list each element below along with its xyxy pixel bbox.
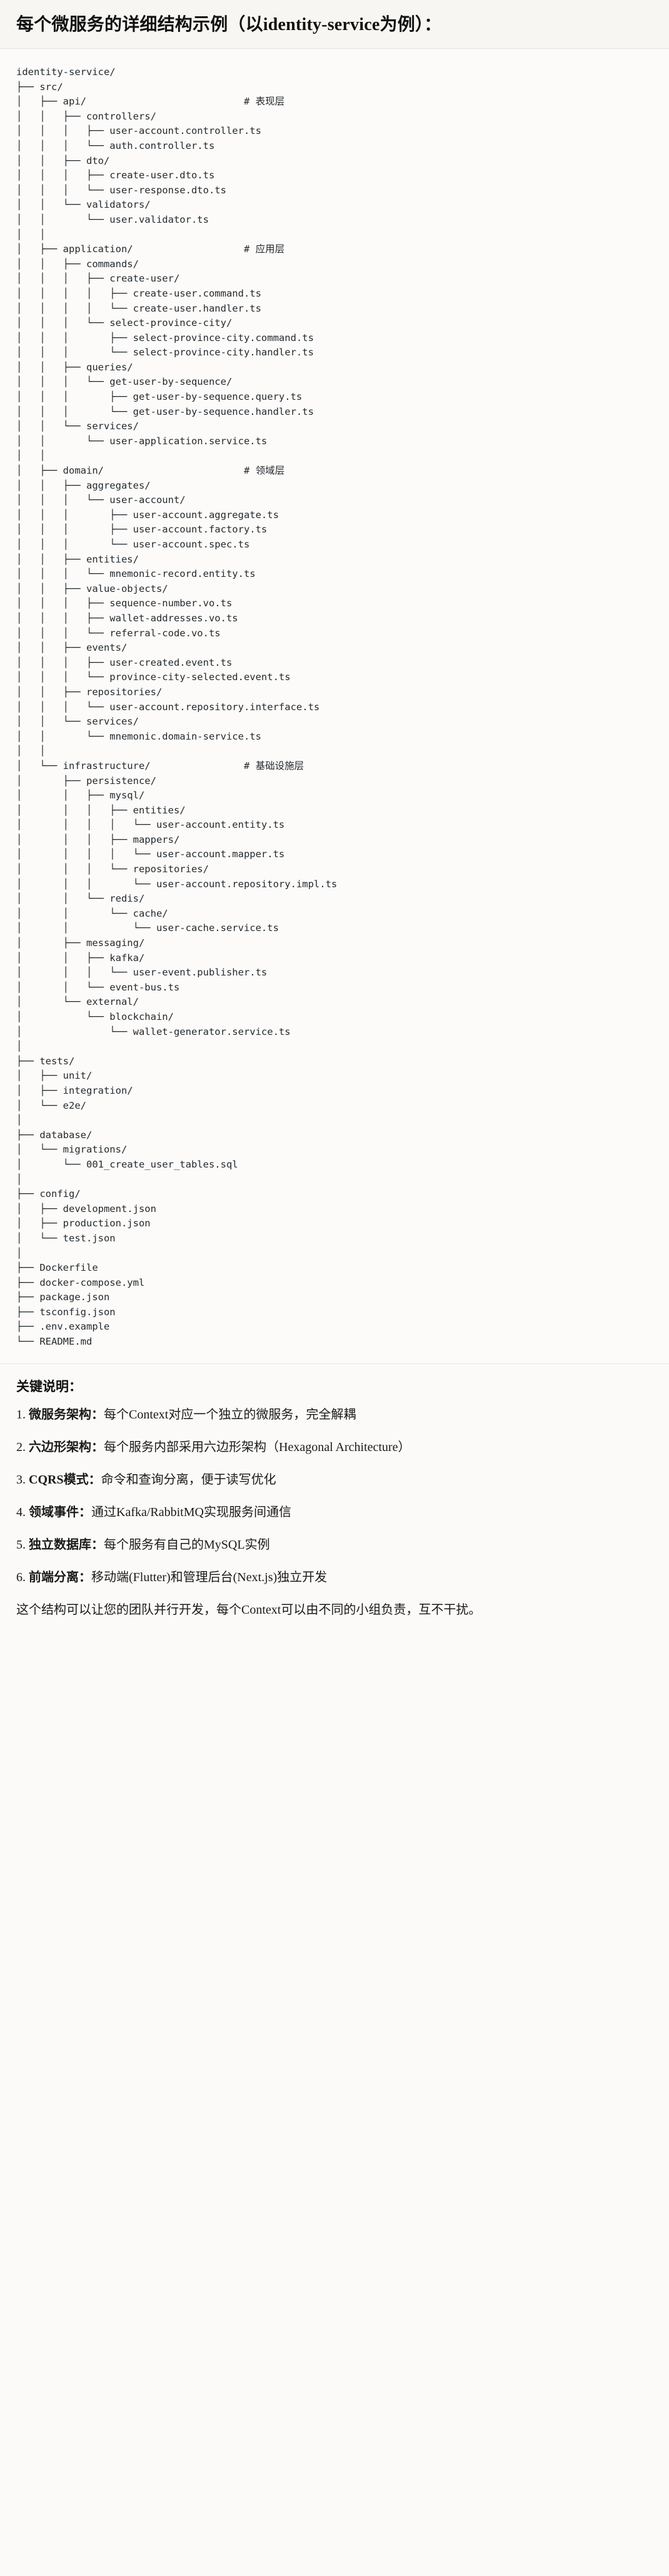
key-point-separator: ：	[88, 1472, 101, 1487]
key-point-separator: ：	[91, 1537, 104, 1552]
key-point-term: CQRS模式	[29, 1472, 89, 1487]
key-point-index: 2.	[16, 1440, 26, 1454]
key-point-description: 每个服务有自己的MySQL实例	[104, 1537, 270, 1552]
key-point-term: 独立数据库	[29, 1537, 91, 1552]
key-point-index: 3.	[16, 1472, 26, 1487]
key-point-description: 每个Context对应一个独立的微服务，完全解耦	[104, 1407, 356, 1422]
key-point-description: 每个服务内部采用六边形架构（Hexagonal Architecture）	[104, 1440, 411, 1454]
key-point-description: 通过Kafka/RabbitMQ实现服务间通信	[91, 1505, 291, 1519]
key-points-title: 关键说明：	[16, 1378, 82, 1394]
key-point-term: 前端分离	[29, 1570, 79, 1584]
key-point-index: 5.	[16, 1537, 26, 1552]
document-header: 每个微服务的详细结构示例（以identity-service为例）：	[0, 0, 669, 49]
key-point-description: 移动端(Flutter)和管理后台(Next.js)独立开发	[91, 1570, 328, 1584]
key-point-item: 6. 前端分离：移动端(Flutter)和管理后台(Next.js)独立开发	[16, 1568, 653, 1587]
key-point-separator: ：	[91, 1440, 104, 1454]
key-point-term: 领域事件	[29, 1505, 79, 1519]
key-point-item: 3. CQRS模式：命令和查询分离，便于读写优化	[16, 1470, 653, 1489]
page-title: 每个微服务的详细结构示例（以identity-service为例）：	[16, 15, 442, 34]
key-point-item: 2. 六边形架构：每个服务内部采用六边形架构（Hexagonal Archite…	[16, 1438, 653, 1457]
key-point-item: 5. 独立数据库：每个服务有自己的MySQL实例	[16, 1535, 653, 1554]
page-root: 每个微服务的详细结构示例（以identity-service为例）： ident…	[0, 0, 669, 1634]
key-point-term: 六边形架构	[29, 1440, 91, 1454]
key-point-separator: ：	[91, 1407, 104, 1422]
key-point-index: 4.	[16, 1505, 26, 1519]
key-point-separator: ：	[79, 1505, 91, 1519]
key-point-term: 微服务架构	[29, 1407, 91, 1422]
directory-tree-block: identity-service/ ├── src/ │ ├── api/ # …	[0, 49, 669, 1364]
key-points-footnote: 这个结构可以让您的团队并行开发，每个Context可以由不同的小组负责，互不干扰…	[16, 1602, 481, 1617]
key-point-index: 6.	[16, 1570, 26, 1584]
key-point-item: 1. 微服务架构：每个Context对应一个独立的微服务，完全解耦	[16, 1405, 653, 1424]
key-point-index: 1.	[16, 1407, 26, 1422]
directory-tree: identity-service/ ├── src/ │ ├── api/ # …	[16, 66, 338, 1348]
key-point-description: 命令和查询分离，便于读写优化	[101, 1472, 276, 1487]
key-point-item: 4. 领域事件：通过Kafka/RabbitMQ实现服务间通信	[16, 1503, 653, 1522]
key-point-separator: ：	[79, 1570, 91, 1584]
